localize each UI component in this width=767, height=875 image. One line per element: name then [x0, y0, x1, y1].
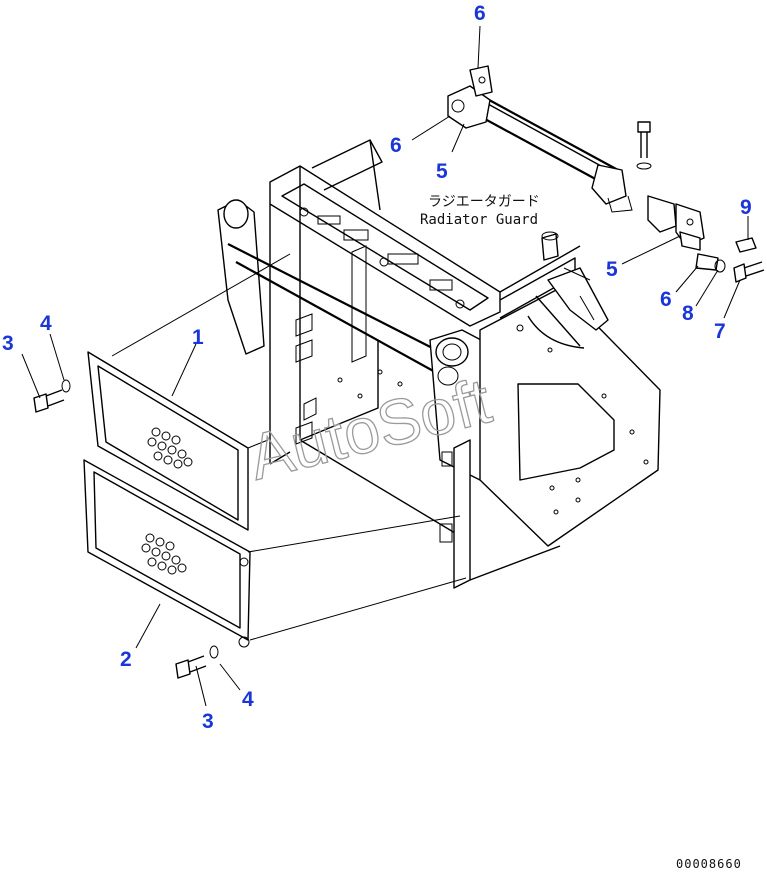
bolt-lower-left [175, 645, 219, 679]
leader-lines [21, 25, 749, 707]
caption-en: Radiator Guard [420, 212, 538, 228]
callout-6-left: 6 [390, 134, 402, 157]
caption-jp: ラジエータガード [428, 194, 540, 210]
callout-9: 9 [740, 196, 752, 219]
callout-4-upper: 4 [40, 312, 52, 335]
bolt-upper-left [33, 379, 71, 413]
mount-bar [447, 65, 765, 283]
callout-3-lower: 3 [202, 710, 214, 733]
callout-7: 7 [714, 320, 726, 343]
mesh-holes-upper [147, 427, 193, 469]
callout-3-upper: 3 [2, 332, 14, 355]
screen-panel-upper [87, 351, 249, 531]
callout-2: 2 [120, 648, 132, 671]
callout-4-lower: 4 [242, 688, 254, 711]
callout-5-left: 5 [436, 160, 448, 183]
assembly-lines [111, 253, 467, 641]
callout-8: 8 [682, 302, 694, 325]
radiator-frame [269, 139, 581, 537]
callout-5-right: 5 [606, 258, 618, 281]
drawing-number: 00008660 [676, 857, 742, 871]
screen-panel-lower [83, 459, 251, 648]
callout-6-right: 6 [660, 288, 672, 311]
callout-6-top: 6 [474, 2, 486, 25]
side-plate [479, 231, 661, 547]
mesh-holes-lower [141, 533, 187, 575]
callout-1: 1 [192, 326, 204, 349]
